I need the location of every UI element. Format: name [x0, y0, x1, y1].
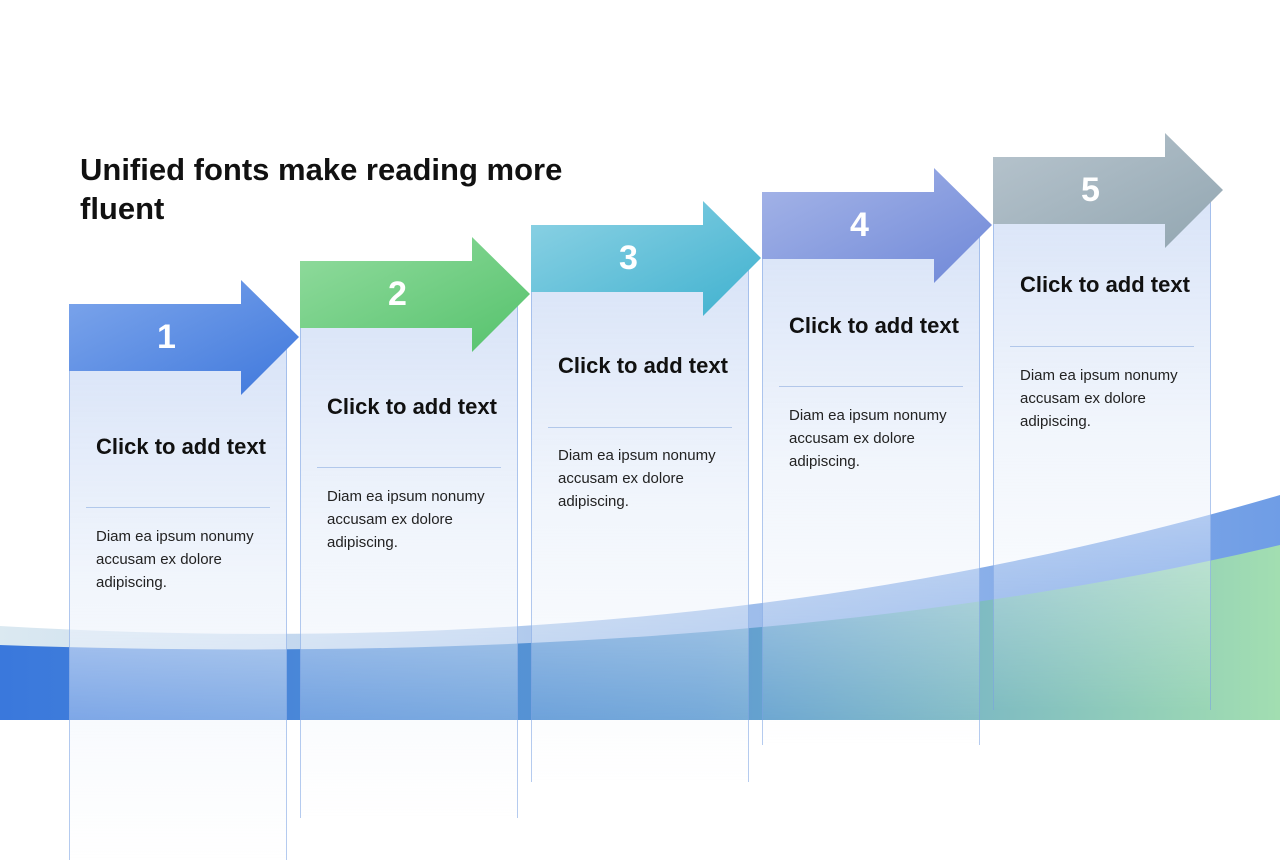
step-2-card [300, 298, 518, 818]
slide-title[interactable]: Unified fonts make reading more fluent [80, 152, 563, 226]
arrow-shape-icon [762, 168, 992, 283]
step-4-number: 4 [850, 206, 869, 244]
step-5-arrow: 5 [993, 133, 1223, 248]
step-2-number: 2 [388, 275, 407, 313]
step-2-body[interactable]: Diam ea ipsum nonumy accusam ex dolore a… [327, 488, 485, 551]
step-4-card [762, 225, 980, 745]
step-1-divider [86, 507, 270, 508]
step-4-heading[interactable]: Click to add text [789, 313, 959, 338]
step-5-card [993, 190, 1211, 710]
step-3-body[interactable]: Diam ea ipsum nonumy accusam ex dolore a… [558, 447, 716, 510]
step-1-arrow: 1 [69, 280, 299, 395]
step-3-number: 3 [619, 239, 638, 277]
step-1-number: 1 [157, 318, 176, 356]
step-4-arrow: 4 [762, 168, 992, 283]
step-3-heading[interactable]: Click to add text [558, 353, 728, 378]
step-3-divider [548, 427, 732, 428]
step-3-card [531, 262, 749, 782]
step-2-arrow: 2 [300, 237, 530, 352]
step-5-heading[interactable]: Click to add text [1020, 272, 1190, 297]
arrow-shape-icon [300, 237, 530, 352]
arrow-shape-icon [69, 280, 299, 395]
step-1-body[interactable]: Diam ea ipsum nonumy accusam ex dolore a… [96, 528, 254, 591]
arrow-shape-icon [531, 201, 761, 316]
step-5-number: 5 [1081, 171, 1100, 209]
step-2-heading[interactable]: Click to add text [327, 394, 497, 419]
step-4-body[interactable]: Diam ea ipsum nonumy accusam ex dolore a… [789, 407, 947, 470]
step-4-divider [779, 386, 963, 387]
step-5-divider [1010, 346, 1194, 347]
step-3-arrow: 3 [531, 201, 761, 316]
step-2-divider [317, 467, 501, 468]
step-1-heading[interactable]: Click to add text [96, 434, 266, 459]
step-1-card [69, 340, 287, 860]
arrow-shape-icon [993, 133, 1223, 248]
step-5-body[interactable]: Diam ea ipsum nonumy accusam ex dolore a… [1020, 367, 1178, 430]
